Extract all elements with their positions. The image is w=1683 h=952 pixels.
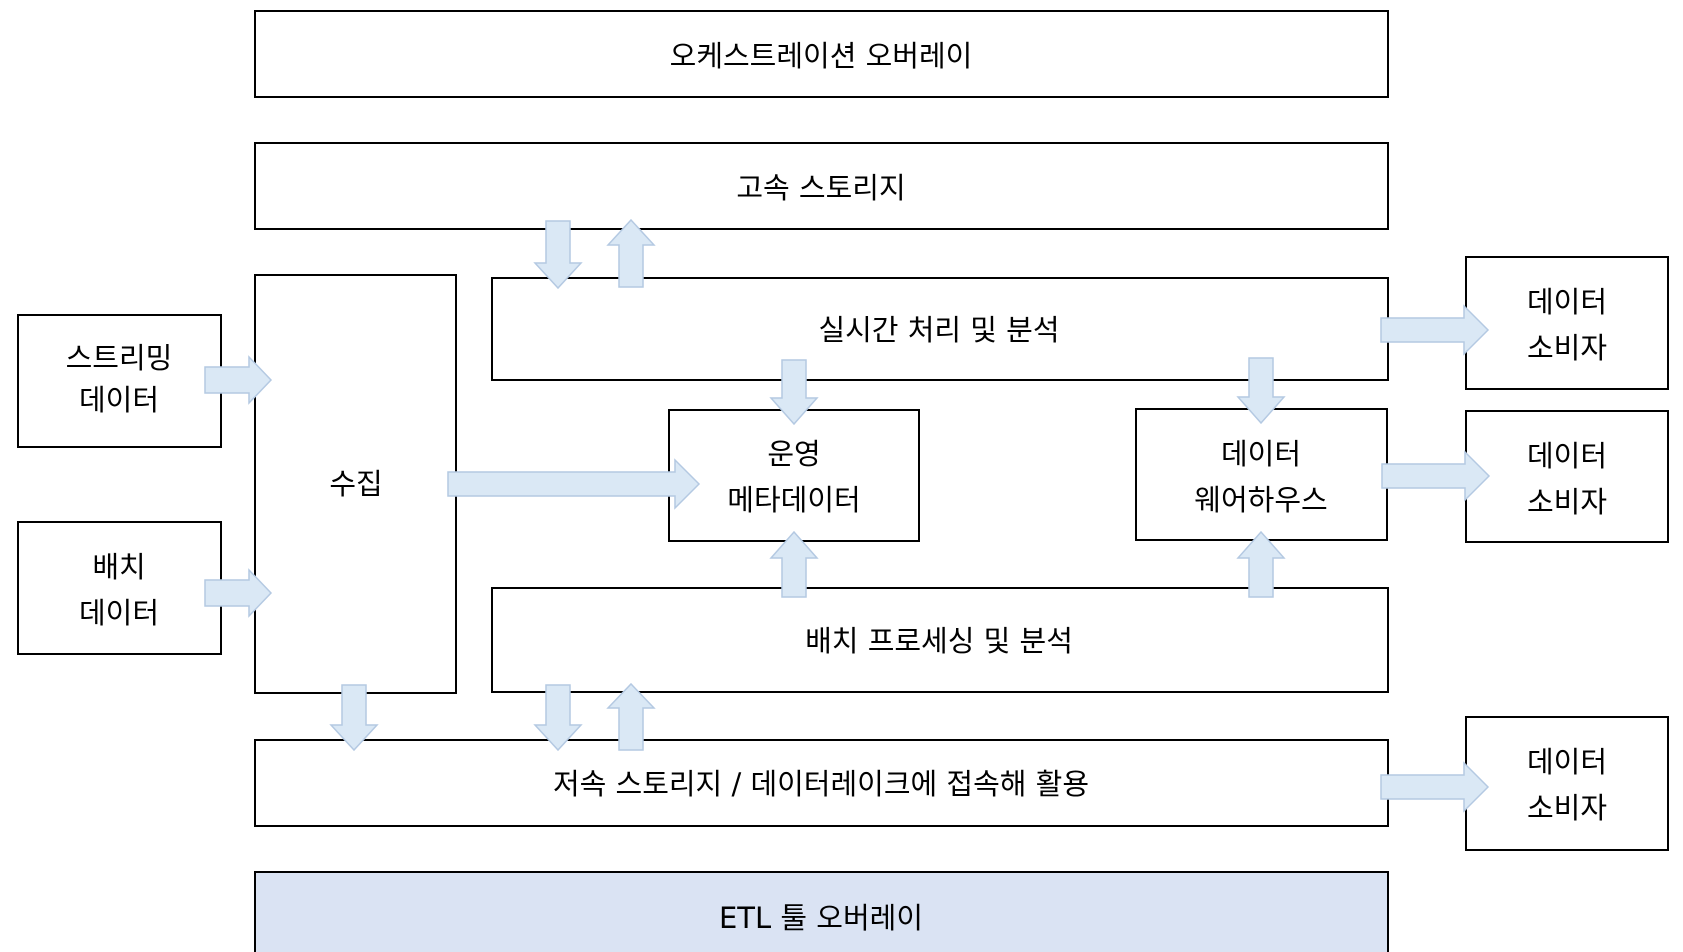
arrow-batch-to-collection bbox=[204, 568, 273, 618]
arrow-high-speed-to-realtime bbox=[533, 220, 583, 290]
arrow-low-speed-to-consumer-3 bbox=[1380, 761, 1490, 813]
low-speed-storage-box: 저속 스토리지 / 데이터레이크에 접속해 활용 bbox=[254, 739, 1389, 827]
data-consumer-3-label-line2: 소비자 bbox=[1527, 791, 1607, 825]
batch-processing-label: 배치 프로세싱 및 분석 bbox=[805, 624, 1073, 658]
batch-processing-box: 배치 프로세싱 및 분석 bbox=[491, 587, 1389, 693]
data-consumer-1-label-line2: 소비자 bbox=[1527, 331, 1607, 365]
arrow-low-speed-to-batch-processing bbox=[606, 682, 656, 751]
collection-label: 수집 bbox=[329, 467, 382, 501]
arrow-realtime-to-warehouse bbox=[1236, 357, 1286, 425]
operational-metadata-label-line1: 운영 bbox=[767, 437, 820, 471]
high-speed-storage-label: 고속 스토리지 bbox=[736, 171, 905, 205]
orchestration-overlay-label: 오케스트레이션 오버레이 bbox=[670, 39, 973, 73]
data-consumer-2-label-line1: 데이터 bbox=[1527, 439, 1607, 473]
data-consumer-box-2: 데이터 소비자 bbox=[1465, 410, 1669, 543]
arrow-collection-to-low-speed bbox=[329, 684, 379, 752]
arrow-warehouse-to-consumer-2 bbox=[1381, 450, 1491, 502]
collection-box: 수집 bbox=[254, 274, 457, 694]
data-warehouse-box: 데이터 웨어하우스 bbox=[1135, 408, 1388, 541]
realtime-processing-box: 실시간 처리 및 분석 bbox=[491, 277, 1389, 381]
streaming-data-label-line2: 데이터 bbox=[79, 383, 159, 417]
arrow-realtime-to-metadata bbox=[769, 359, 819, 426]
arrow-batch-processing-to-low-speed bbox=[533, 684, 583, 752]
streaming-data-label-line1: 스트리밍 bbox=[66, 341, 173, 375]
arrow-realtime-to-high-speed bbox=[606, 218, 656, 288]
arrow-collection-to-metadata bbox=[447, 458, 701, 510]
arrow-realtime-to-consumer-1 bbox=[1380, 304, 1490, 356]
data-warehouse-label-line2: 웨어하우스 bbox=[1194, 483, 1327, 517]
data-consumer-2-label-line2: 소비자 bbox=[1527, 485, 1607, 519]
arrow-batch-processing-to-metadata bbox=[769, 530, 819, 598]
batch-data-label-line1: 배치 bbox=[92, 550, 145, 584]
data-consumer-box-3: 데이터 소비자 bbox=[1465, 716, 1669, 851]
data-consumer-box-1: 데이터 소비자 bbox=[1465, 256, 1669, 390]
streaming-data-box: 스트리밍 데이터 bbox=[17, 314, 222, 448]
orchestration-overlay-box: 오케스트레이션 오버레이 bbox=[254, 10, 1389, 98]
operational-metadata-label-line2: 메타데이터 bbox=[727, 483, 860, 517]
arrow-streaming-to-collection bbox=[204, 355, 273, 405]
etl-overlay-box: ETL 툴 오버레이 bbox=[254, 871, 1389, 952]
etl-overlay-label: ETL 툴 오버레이 bbox=[719, 901, 923, 935]
arrow-batch-processing-to-warehouse bbox=[1236, 530, 1286, 598]
data-consumer-1-label-line1: 데이터 bbox=[1527, 285, 1607, 319]
batch-data-box: 배치 데이터 bbox=[17, 521, 222, 655]
data-warehouse-label-line1: 데이터 bbox=[1221, 437, 1301, 471]
operational-metadata-box: 운영 메타데이터 bbox=[668, 409, 920, 542]
high-speed-storage-box: 고속 스토리지 bbox=[254, 142, 1389, 230]
low-speed-storage-label: 저속 스토리지 / 데이터레이크에 접속해 활용 bbox=[553, 767, 1089, 801]
realtime-processing-label: 실시간 처리 및 분석 bbox=[818, 313, 1059, 347]
batch-data-label-line2: 데이터 bbox=[79, 596, 159, 630]
arrows-group bbox=[204, 218, 1491, 813]
data-consumer-3-label-line1: 데이터 bbox=[1527, 745, 1607, 779]
